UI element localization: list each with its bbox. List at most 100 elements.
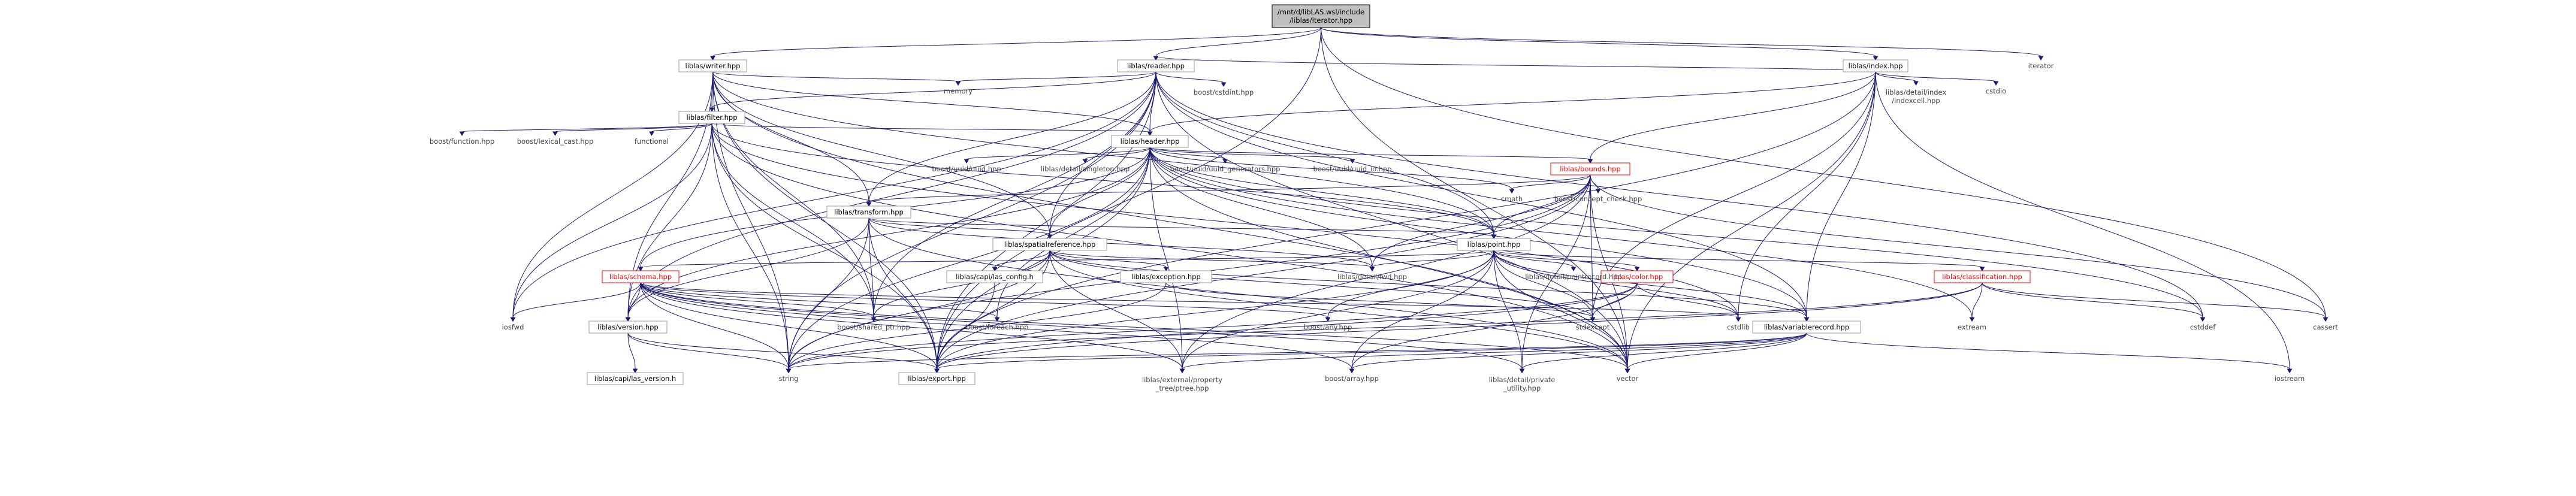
edge-varrec-to-ptree — [1179, 332, 1807, 373]
node-label: liblas/external/property — [1142, 376, 1222, 384]
node-bfunction: boost/function.hpp — [430, 137, 494, 146]
node-label: functional — [635, 137, 669, 146]
node-indexcell: liblas/detail/index/indexcell.hpp — [1886, 88, 1947, 105]
node-spatialref[interactable]: liblas/spatialreference.hpp — [992, 238, 1107, 251]
node-reader[interactable]: liblas/reader.hpp — [1117, 59, 1195, 72]
node-label: liblas/filter.hpp — [686, 113, 737, 122]
node-label: string — [778, 374, 798, 383]
edge-schema-to-iosfwd — [510, 282, 641, 322]
edge-point-to-classification — [1493, 250, 1985, 271]
node-label: liblas/export.hpp — [908, 374, 966, 383]
edge-spatialref-to-varrec — [1049, 250, 1810, 322]
node-label: liblas/index.hpp — [1849, 62, 1903, 70]
edge-spatialref-to-stdexcept — [1049, 250, 1596, 322]
node-label: cstdlib — [1727, 323, 1750, 331]
edge-root-to-writer — [710, 27, 1321, 61]
edge-transform-to-point — [868, 217, 1497, 239]
edge-filter-to-functional — [649, 123, 712, 136]
node-label: liblas/transform.hpp — [834, 208, 904, 216]
node-label: boost/any.hpp — [1304, 323, 1352, 331]
node-lasversion[interactable]: liblas/capi/las_version.h — [587, 372, 684, 385]
node-varrec[interactable]: liblas/variablerecord.hpp — [1752, 320, 1861, 334]
node-label: extream — [1958, 323, 1986, 331]
node-iostream: iostream — [2275, 374, 2305, 383]
node-schema[interactable]: liblas/schema.hpp — [602, 270, 680, 283]
edge-reader-to-filter — [709, 71, 1156, 112]
node-label: liblas/detail/index — [1886, 88, 1947, 96]
edge-header-to-singleton — [1082, 147, 1150, 164]
edge-point-to-vector — [1493, 250, 1630, 373]
edge-classification-to-extrn — [1969, 282, 1983, 322]
node-label: boost/concept_check.hpp — [1554, 195, 1642, 203]
edge-index-to-varrec — [1804, 71, 1876, 322]
edge-writer-to-memory — [712, 71, 961, 86]
node-index[interactable]: liblas/index.hpp — [1843, 59, 1908, 72]
edge-color-to-stdexcept — [1590, 282, 1638, 322]
edge-transform-to-spatialref — [868, 217, 1053, 239]
node-label: liblas/detail/private — [1489, 376, 1556, 384]
edge-schema-to-sharedptr — [640, 282, 877, 322]
edge-varrec-to-vector — [1624, 332, 1807, 373]
node-label: liblas/variablerecord.hpp — [1764, 323, 1849, 331]
node-root[interactable]: /mnt/d/libLAS.wsl/include/liblas/iterato… — [1272, 4, 1370, 28]
node-pointrecord: liblas/detail/pointrecord.hpp — [1525, 273, 1622, 281]
node-foreach: boost/foreach.hpp — [966, 323, 1029, 331]
node-label: liblas/version.hpp — [597, 323, 658, 331]
node-label: liblas/color.hpp — [1611, 273, 1663, 281]
edge-spatialref-to-exception — [1049, 250, 1169, 271]
node-uuidio: boost/uuid/uuid_io.hpp — [1313, 165, 1391, 173]
edge-point-to-color — [1493, 250, 1640, 271]
node-export[interactable]: liblas/export.hpp — [898, 372, 976, 385]
node-label: stdexcept — [1576, 323, 1610, 331]
node-label: /mnt/d/libLAS.wsl/include — [1278, 8, 1364, 16]
node-label: liblas/schema.hpp — [609, 273, 672, 281]
edge-schema-to-version — [625, 282, 641, 322]
edge-classification-to-cassert — [1982, 282, 2329, 322]
node-label: boost/uuid/uuid_generators.hpp — [1170, 165, 1281, 173]
node-label: _tree/ptree.hpp — [1155, 384, 1209, 392]
node-uuidgen: boost/uuid/uuid_generators.hpp — [1170, 165, 1281, 173]
node-label: iostream — [2275, 374, 2305, 383]
edge-spatialref-to-export — [934, 250, 1050, 373]
node-label: liblas/detail/pointrecord.hpp — [1525, 273, 1622, 281]
edge-point-to-any — [1325, 250, 1494, 322]
edge-index-to-reader — [1153, 56, 1876, 72]
edge-varrec-to-array — [1349, 332, 1807, 373]
edge-index-to-bounds — [1587, 71, 1876, 164]
edge-filter-to-header — [711, 123, 1153, 136]
edge-version-to-export — [627, 332, 940, 373]
node-label: liblas/writer.hpp — [685, 62, 741, 70]
edge-header-to-uuid — [964, 147, 1150, 164]
node-label: liblas/exception.hpp — [1131, 273, 1201, 281]
node-label: liblas/spatialreference.hpp — [1004, 240, 1096, 249]
node-capi[interactable]: liblas/capi/las_config.h — [946, 270, 1043, 283]
node-extrn: extream — [1958, 323, 1986, 331]
node-label: iosfwd — [502, 323, 524, 331]
node-point[interactable]: liblas/point.hpp — [1457, 238, 1531, 251]
node-filter[interactable]: liblas/filter.hpp — [678, 111, 745, 124]
edge-writer-to-header — [712, 71, 1153, 136]
node-color[interactable]: liblas/color.hpp — [1600, 270, 1674, 283]
node-bounds[interactable]: liblas/bounds.hpp — [1550, 162, 1630, 176]
node-exception[interactable]: liblas/exception.hpp — [1120, 270, 1212, 283]
node-label: /liblas/iterator.hpp — [1289, 16, 1352, 25]
node-label: liblas/bounds.hpp — [1560, 165, 1621, 173]
node-label: /indexcell.hpp — [1892, 96, 1940, 105]
edge-classification-to-cstddef — [1982, 282, 2206, 322]
edge-index-to-cstdlib — [1735, 71, 1876, 322]
node-label: liblas/classification.hpp — [1942, 273, 2022, 281]
edge-color-to-cstdlib — [1636, 282, 1741, 322]
node-label: boost/uuid/uuid.hpp — [932, 165, 1001, 173]
node-iterator: iterator — [2028, 62, 2054, 70]
node-version[interactable]: liblas/version.hpp — [588, 320, 668, 334]
edge-header-to-uuidgen — [1149, 147, 1228, 164]
edge-point-to-schema — [638, 250, 1494, 271]
edge-reader-to-memory — [955, 71, 1156, 86]
edge-point-to-fwd — [1369, 250, 1494, 271]
node-transform[interactable]: liblas/transform.hpp — [826, 205, 911, 219]
node-iosfwd: iosfwd — [502, 323, 524, 331]
node-classification[interactable]: liblas/classification.hpp — [1934, 270, 2031, 283]
node-header[interactable]: liblas/header.hpp — [1111, 135, 1189, 148]
node-writer[interactable]: liblas/writer.hpp — [678, 59, 747, 72]
edge-root-to-cassert — [1321, 27, 2329, 322]
